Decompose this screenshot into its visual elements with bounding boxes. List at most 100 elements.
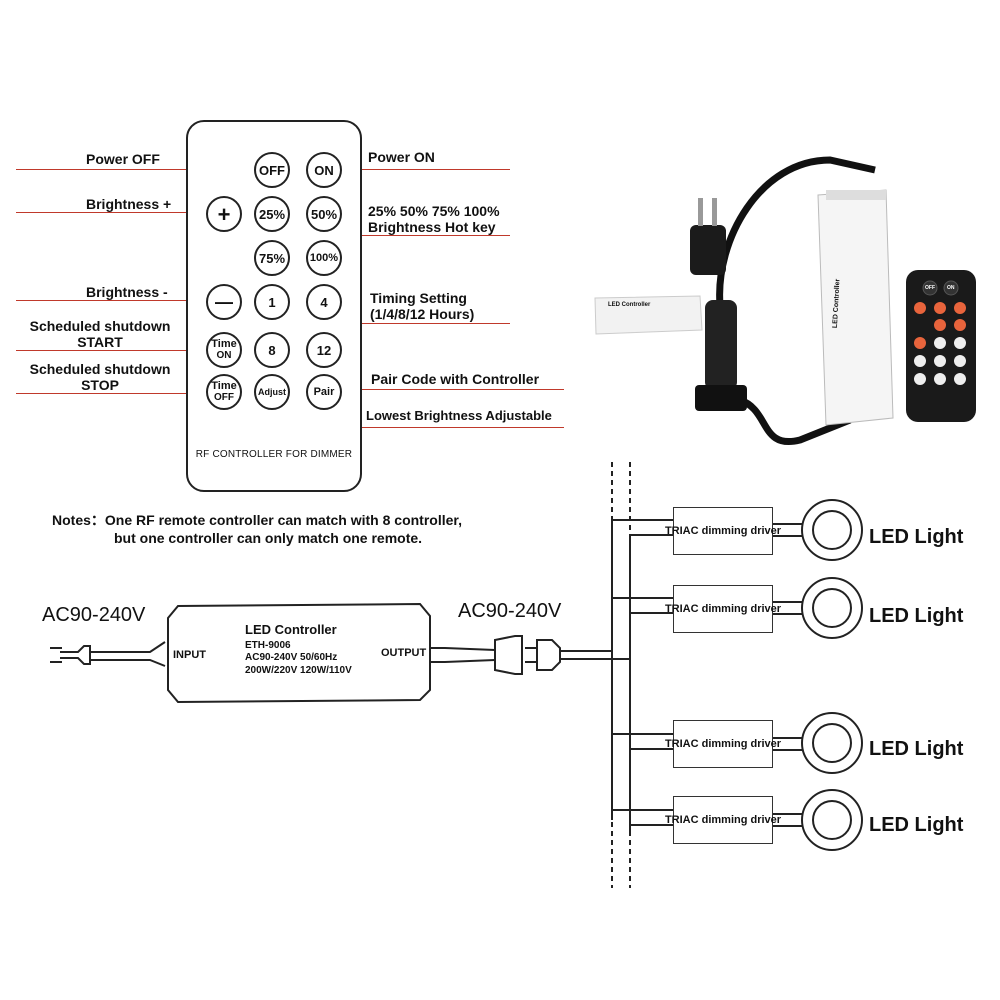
remote-button-pair[interactable]: Pair <box>306 374 342 410</box>
remote-caption: RF CONTROLLER FOR DIMMER <box>195 449 353 460</box>
label-lowest-brightness: Lowest Brightness Adjustable <box>366 408 552 423</box>
input-plug <box>60 645 91 665</box>
label-hotkey-line1: 25% 50% 75% 100% <box>368 203 500 219</box>
callout-line-power-off <box>16 169 256 170</box>
label-timing-line2: (1/4/8/12 Hours) <box>370 306 475 322</box>
remote-button-50[interactable]: 50% <box>306 196 342 232</box>
remote-button-minus[interactable]: — <box>206 284 242 320</box>
led-light-label-3: LED Light <box>869 738 964 760</box>
controller-output: OUTPUT <box>381 647 427 659</box>
mini-btn <box>914 373 926 385</box>
remote-button-12[interactable]: 12 <box>306 332 342 368</box>
led-light-4-inner <box>812 800 852 840</box>
us-plug <box>690 225 726 275</box>
triac-driver-4: TRIAC dimming driver <box>665 796 781 844</box>
led-light-1 <box>801 499 863 561</box>
led-light-1-inner <box>812 510 852 550</box>
plug-prong <box>712 198 717 226</box>
led-light-2 <box>801 577 863 639</box>
time-on-line2: ON <box>216 350 232 361</box>
controller-title: LED Controller <box>245 622 337 637</box>
time-off-line2: OFF <box>214 392 234 403</box>
remote-button-plus[interactable]: + <box>206 196 242 232</box>
mini-btn <box>934 337 946 349</box>
triac-driver-2: TRIAC dimming driver <box>665 585 781 633</box>
photo-label-tag-text: LED Controller <box>608 302 651 308</box>
connector-plug <box>536 639 561 671</box>
label-sched-start: Scheduled shutdown START <box>16 318 184 350</box>
led-light-3 <box>801 712 863 774</box>
led-light-label-4: LED Light <box>869 814 964 836</box>
callout-line-pair <box>340 389 564 390</box>
mini-btn <box>934 302 946 314</box>
power-cord <box>711 304 852 446</box>
controller-spec2: 200W/220V 120W/110V <box>245 665 352 676</box>
remote-button-on[interactable]: ON <box>306 152 342 188</box>
mini-btn <box>934 355 946 367</box>
mini-remote <box>906 270 976 422</box>
mini-btn <box>934 373 946 385</box>
led-light-2-inner <box>812 588 852 628</box>
remote-button-25[interactable]: 25% <box>254 196 290 232</box>
remote-button-8[interactable]: 8 <box>254 332 290 368</box>
remote-button-75[interactable]: 75% <box>254 240 290 276</box>
remote-button-time-off[interactable]: Time OFF <box>206 374 242 410</box>
input-cable <box>90 659 166 667</box>
label-timing-line1: Timing Setting <box>370 290 467 306</box>
output-cable <box>430 647 496 651</box>
mini-btn <box>934 319 946 331</box>
label-power-on: Power ON <box>368 149 435 165</box>
label-sched-start-line2: START <box>77 334 123 350</box>
mini-btn <box>914 302 926 314</box>
mini-remote-on: ON <box>947 285 955 291</box>
controller-spec1: AC90-240V 50/60Hz <box>245 652 338 663</box>
callout-line-timing <box>340 323 510 324</box>
callout-line-lowest <box>273 427 564 428</box>
led-light-label-2: LED Light <box>869 605 964 627</box>
mini-btn <box>954 355 966 367</box>
output-cable <box>430 659 496 663</box>
mini-remote-off: OFF <box>925 285 935 291</box>
remote-button-4[interactable]: 4 <box>306 284 342 320</box>
label-sched-start-line1: Scheduled shutdown <box>29 318 171 334</box>
label-sched-stop-line1: Scheduled shutdown <box>29 361 171 377</box>
callout-line-brightness-plus <box>16 212 204 213</box>
remote-button-100[interactable]: 100% <box>306 240 342 276</box>
controller-model: ETH-9006 <box>245 640 291 651</box>
ac-output-label: AC90-240V <box>458 600 562 622</box>
triac-driver-3: TRIAC dimming driver <box>665 720 781 768</box>
mini-btn <box>954 319 966 331</box>
label-pair-code: Pair Code with Controller <box>371 371 540 387</box>
callout-line-sched-stop <box>16 393 204 394</box>
controller-input: INPUT <box>173 649 206 661</box>
plug-prong <box>698 198 703 226</box>
socket-body <box>705 300 737 390</box>
led-light-4 <box>801 789 863 851</box>
led-light-label-1: LED Light <box>869 526 964 548</box>
controller-cap <box>826 190 886 200</box>
mini-btn <box>954 337 966 349</box>
label-brightness-minus: Brightness - <box>86 284 168 300</box>
ac-input-label: AC90-240V <box>42 604 146 626</box>
label-power-off: Power OFF <box>86 151 160 167</box>
notes: Notes：One RF remote controller can match… <box>52 511 462 547</box>
label-sched-stop: Scheduled shutdown STOP <box>16 361 184 393</box>
remote-button-time-on[interactable]: Time ON <box>206 332 242 368</box>
notes-line1: Notes：One RF remote controller can match… <box>52 512 462 528</box>
mini-btn <box>914 355 926 367</box>
callout-line-hotkey <box>338 235 510 236</box>
input-cable <box>90 641 166 653</box>
mini-btn <box>954 302 966 314</box>
label-hotkey-line2: Brightness Hot key <box>368 219 496 235</box>
remote-button-1[interactable]: 1 <box>254 284 290 320</box>
photo-controller-label: LED Controller <box>831 278 842 329</box>
time-on-line1: Time <box>211 338 237 350</box>
rf-remote: OFF ON + 25% 50% 75% 100% — 1 4 Time ON … <box>186 120 362 492</box>
mini-btn <box>914 337 926 349</box>
remote-button-off[interactable]: OFF <box>254 152 290 188</box>
remote-button-adjust[interactable]: Adjust <box>254 374 290 410</box>
socket-base <box>695 385 747 411</box>
label-sched-stop-line2: STOP <box>81 377 119 393</box>
